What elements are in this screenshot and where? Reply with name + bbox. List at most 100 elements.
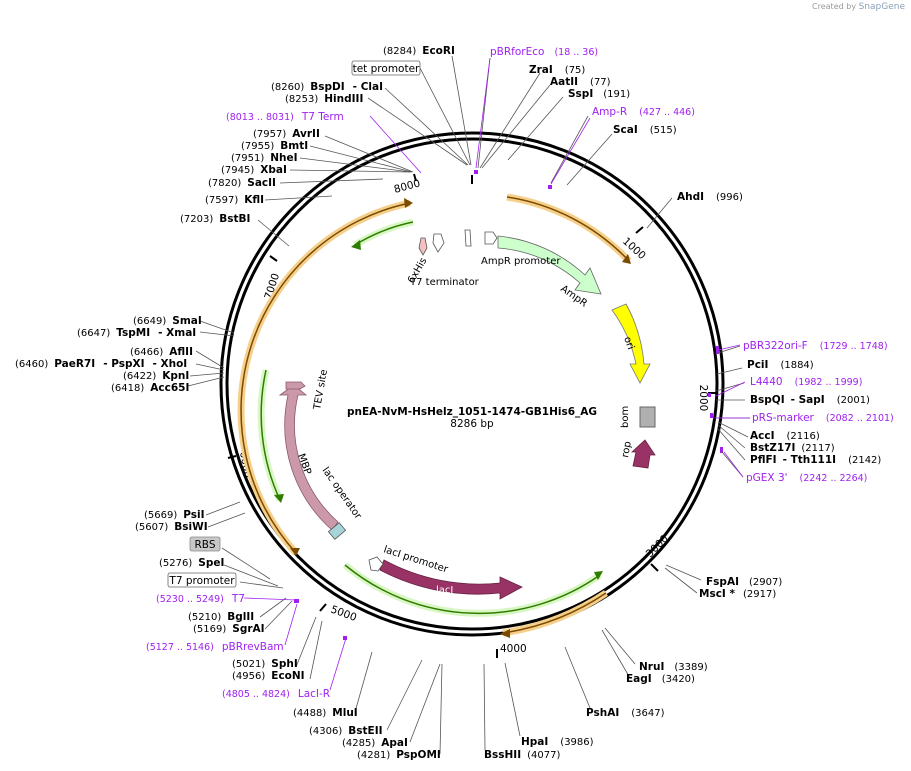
rop-feature[interactable] xyxy=(630,439,656,469)
orf-arc-1-line xyxy=(506,196,630,262)
t7-terminator-feature[interactable] xyxy=(432,233,445,253)
svg-text:PciI(1884): PciI(1884) xyxy=(747,359,814,371)
svg-text:(7957)AvrII: (7957)AvrII xyxy=(253,128,320,140)
ori-feature[interactable] xyxy=(611,303,651,384)
svg-text:pBR322ori-F(1729 .. 1748): pBR322ori-F(1729 .. 1748) xyxy=(743,340,888,352)
svg-text:pGEX 3'(2242 .. 2264): pGEX 3'(2242 .. 2264) xyxy=(746,472,867,484)
svg-text:EagI(3420): EagI(3420) xyxy=(626,673,695,685)
orf-arc-3-line xyxy=(502,592,607,634)
svg-text:(6649)SmaI: (6649)SmaI xyxy=(133,315,202,327)
svg-text:(8253)HindIII: (8253)HindIII xyxy=(285,93,363,105)
svg-text:(7597)KflI: (7597)KflI xyxy=(205,194,264,206)
svg-text:(5210)BglII: (5210)BglII xyxy=(188,611,254,623)
6xhis-feature[interactable] xyxy=(418,237,428,256)
backbone-outer xyxy=(219,131,725,637)
svg-text:(7945)XbaI: (7945)XbaI xyxy=(221,164,287,176)
primer-lines-right xyxy=(475,57,750,478)
rbs-box[interactable] xyxy=(189,536,221,552)
svg-text:(4306)BstEII: (4306)BstEII xyxy=(309,725,383,737)
rbs-label: RBS xyxy=(195,539,216,551)
tick-6000 xyxy=(227,455,237,459)
svg-text:AhdI(996): AhdI(996) xyxy=(677,191,743,203)
svg-text:pRS-marker(2082 .. 2101): pRS-marker(2082 .. 2101) xyxy=(752,412,894,424)
credit-brand: SnapGene xyxy=(858,2,905,12)
svg-text:ScaI(515): ScaI(515) xyxy=(613,124,677,136)
lac-operator-feature[interactable] xyxy=(327,522,347,540)
svg-text:(8013 .. 8031)T7 Term: (8013 .. 8031)T7 Term xyxy=(226,111,344,123)
primer-lines-left xyxy=(243,115,422,691)
svg-text:AatII(77): AatII(77) xyxy=(550,76,611,88)
bom-label: bom xyxy=(620,406,631,428)
svg-text:(5607)BsiWI: (5607)BsiWI xyxy=(135,521,208,533)
svg-text:(7820)SacII: (7820)SacII xyxy=(208,177,276,189)
plasmid-name: pnEA-NvM-HsHelz_1051-1474-GB1His6_AG xyxy=(347,406,597,418)
svg-text:NruI(3389): NruI(3389) xyxy=(639,661,708,673)
svg-text:(8284)EcoRI: (8284)EcoRI xyxy=(383,45,455,57)
ampr-promoter-label: AmpR promoter xyxy=(481,256,561,267)
svg-text:PshAI(3647): PshAI(3647) xyxy=(586,707,665,719)
svg-text:(5230 .. 5249)T7: (5230 .. 5249)T7 xyxy=(156,593,245,605)
svg-text:pBRforEco(18 .. 36): pBRforEco(18 .. 36) xyxy=(490,46,598,58)
tet-promoter-label: tet promoter xyxy=(353,63,420,75)
svg-text:L4440(1982 .. 1999): L4440(1982 .. 1999) xyxy=(750,376,862,388)
svg-text:(5021)SphI: (5021)SphI xyxy=(232,658,298,670)
labels-left: tet promoter (8260)BspDI- ClaI (8253)Hin… xyxy=(15,60,441,761)
bom-feature[interactable] xyxy=(639,406,656,428)
credit: Created by SnapGene xyxy=(812,2,905,12)
t7-promoter-label: T7 promoter xyxy=(168,575,235,587)
svg-text:(4805 .. 4824)LacI-R: (4805 .. 4824)LacI-R xyxy=(222,688,330,700)
rop-label: rop xyxy=(620,440,634,458)
mbp-feature[interactable] xyxy=(278,384,339,531)
laci-feature[interactable] xyxy=(379,559,523,600)
primer-markers xyxy=(294,170,723,640)
svg-text:PflFI- Tth111I(2142): PflFI- Tth111I(2142) xyxy=(750,454,881,466)
tick-1000 xyxy=(635,226,644,234)
plasmid-length: 8286 bp xyxy=(450,418,494,430)
tick-label-8000: 8000 xyxy=(393,177,422,196)
svg-text:BssHII(4077): BssHII(4077) xyxy=(484,749,560,761)
ampr-promoter-arrow[interactable] xyxy=(484,231,498,245)
tev-site-label: TEV site xyxy=(312,369,330,412)
t7-promoter-box[interactable] xyxy=(167,572,237,588)
green-arc-2 xyxy=(257,369,284,502)
leader-lines-left xyxy=(187,67,471,755)
ampr-feature[interactable] xyxy=(497,235,602,295)
svg-text:(6422)KpnI: (6422)KpnI xyxy=(123,370,189,382)
tick-label-2000: 2000 xyxy=(697,385,709,412)
ori-label: ori xyxy=(621,335,636,351)
svg-text:(5669)PsiI: (5669)PsiI xyxy=(144,509,205,521)
svg-text:(4956)EcoNI: (4956)EcoNI xyxy=(232,670,305,682)
t7term-hatch-feature[interactable] xyxy=(464,229,472,247)
svg-text:(7951)NheI: (7951)NheI xyxy=(231,152,298,164)
svg-text:HpaI(3986): HpaI(3986) xyxy=(521,736,594,748)
svg-text:(6460)PaeR7I- PspXI- XhoI: (6460)PaeR7I- PspXI- XhoI xyxy=(15,358,187,370)
svg-text:(6647)TspMI- XmaI: (6647)TspMI- XmaI xyxy=(77,327,196,339)
tick-label-4000: 4000 xyxy=(500,643,527,655)
svg-text:BspQI- SapI(2001): BspQI- SapI(2001) xyxy=(750,394,870,406)
svg-text:AccI(2116): AccI(2116) xyxy=(750,430,820,442)
svg-text:(8260)BspDI- ClaI: (8260)BspDI- ClaI xyxy=(271,81,383,93)
t7-terminator-label: T7 terminator xyxy=(409,277,480,288)
tet-promoter-box[interactable] xyxy=(351,60,421,76)
svg-text:SspI(191): SspI(191) xyxy=(568,88,630,100)
tick-3000 xyxy=(650,563,659,572)
tev-site-feature[interactable] xyxy=(285,381,306,390)
credit-prefix: Created by xyxy=(812,2,857,11)
svg-text:(6418)Acc65I: (6418)Acc65I xyxy=(111,382,189,394)
svg-text:(5276)SpeI: (5276)SpeI xyxy=(159,557,224,569)
svg-text:(7955)BmtI: (7955)BmtI xyxy=(241,140,308,152)
laci-label: lacI xyxy=(436,585,453,596)
orf-arcs xyxy=(237,193,632,637)
svg-text:BstZ17I(2117): BstZ17I(2117) xyxy=(750,442,835,454)
green-arrowheads xyxy=(274,240,603,580)
laci-promoter-arrow[interactable] xyxy=(368,556,384,572)
svg-text:Amp-R(427 .. 446): Amp-R(427 .. 446) xyxy=(592,106,695,118)
svg-text:(4488)MluI: (4488)MluI xyxy=(293,707,358,719)
orf-arrowheads xyxy=(290,198,631,638)
green-arc-2-line xyxy=(260,369,281,501)
orf-arc-2-line xyxy=(240,202,411,554)
svg-text:(4281)PspOMI: (4281)PspOMI xyxy=(357,749,441,761)
svg-text:(6466)AflII: (6466)AflII xyxy=(130,346,193,358)
tick-5000 xyxy=(319,603,327,612)
green-arc-1 xyxy=(353,218,414,249)
